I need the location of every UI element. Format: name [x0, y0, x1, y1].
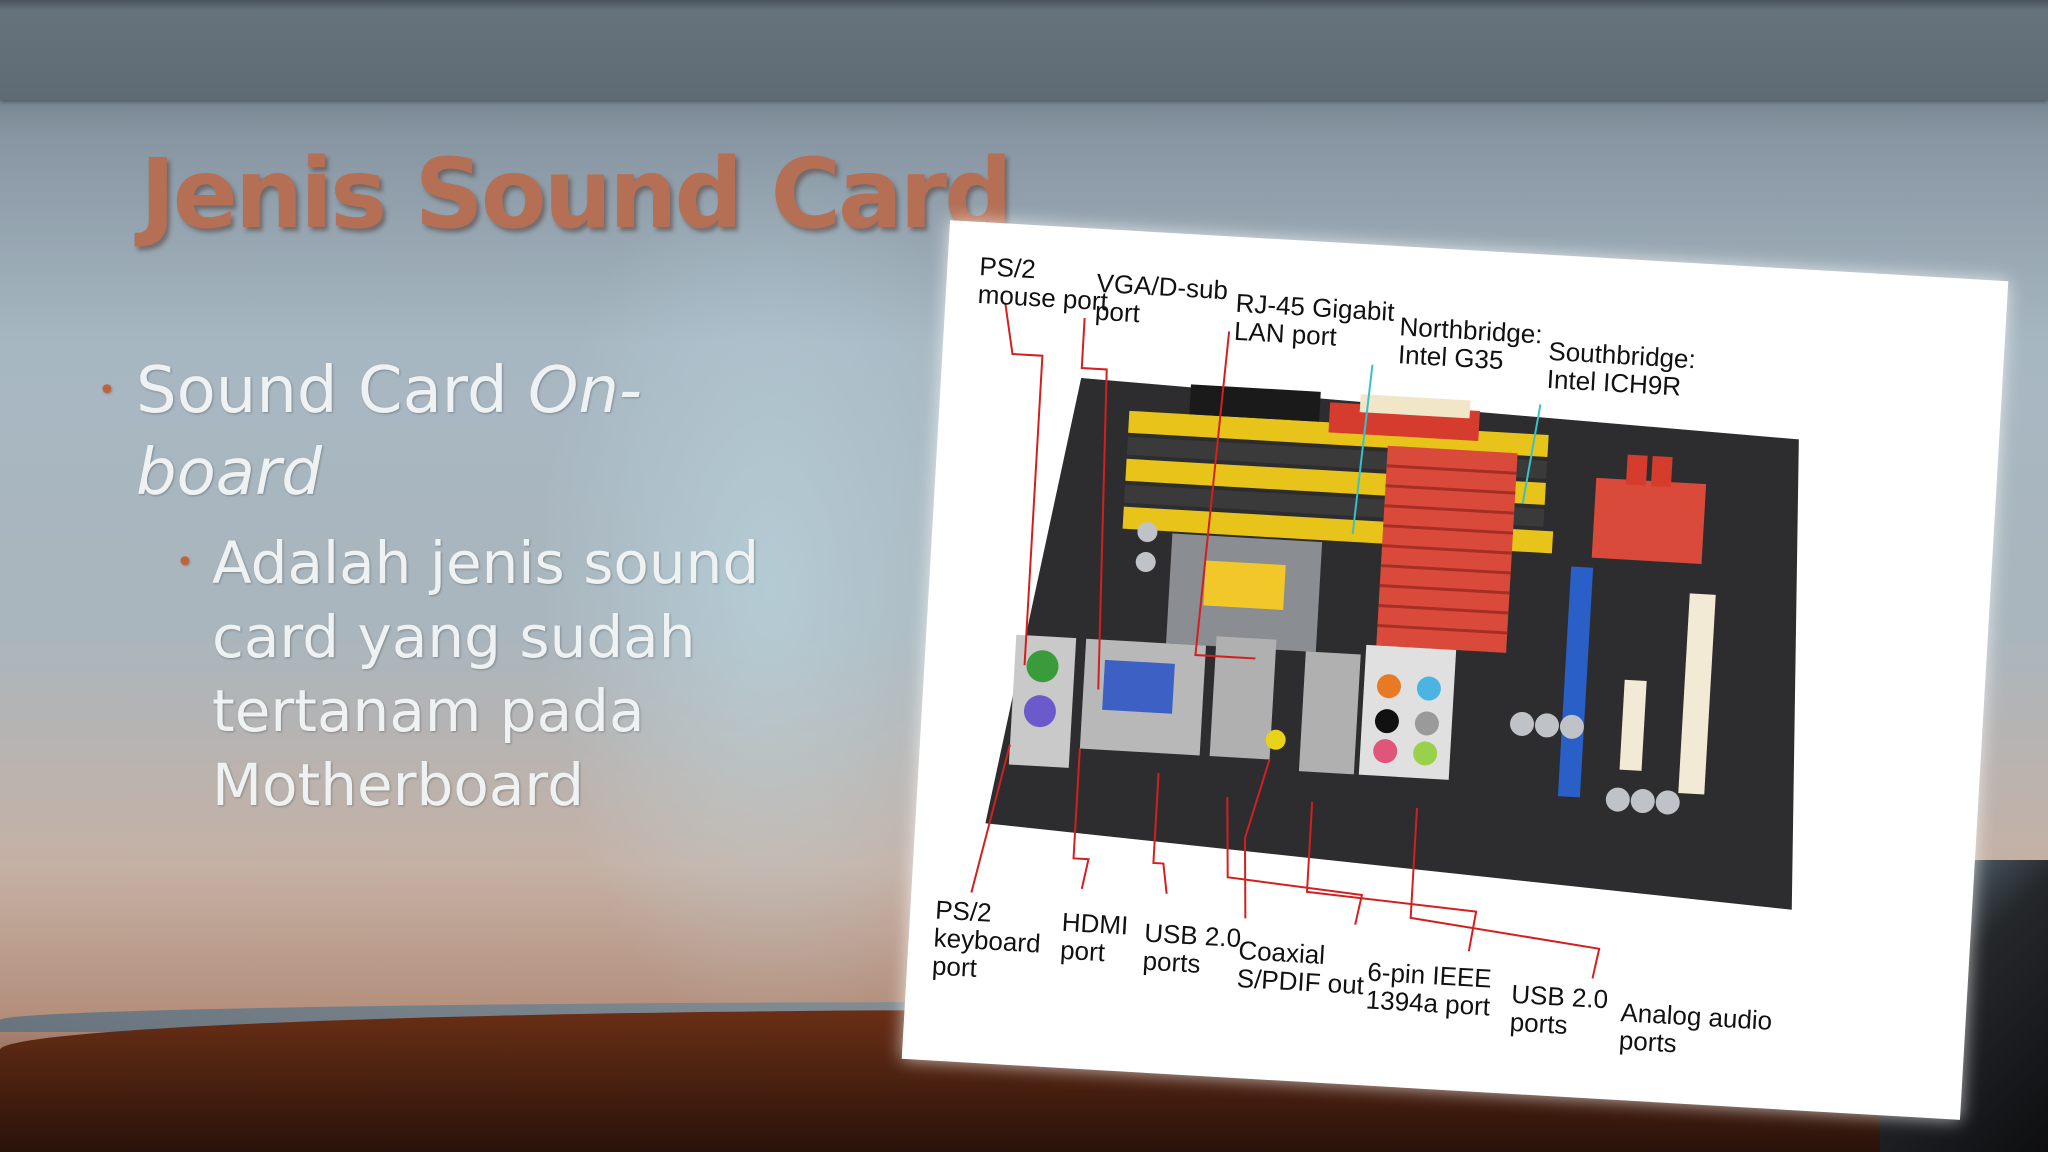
label-usb-ports-2: USB 2.0 ports — [1509, 979, 1609, 1041]
label-usb-ports-1: USB 2.0 ports — [1142, 918, 1242, 980]
bullet-level2: • Adalah jenis sound card yang sudah ter… — [176, 526, 772, 822]
label-hdmi: HDMI port — [1059, 907, 1129, 968]
label-line: mouse port — [976, 278, 1109, 317]
slide-title: Jenis Sound Card — [140, 138, 1013, 250]
label-ps2-mouse: PS/2 mouse port — [976, 251, 1110, 317]
label-ieee1394: 6-pin IEEE 1394a port — [1365, 956, 1492, 1022]
top-band — [0, 0, 2048, 100]
label-analog-audio: Analog audio ports — [1618, 997, 1773, 1063]
label-ps2-keyboard: PS/2 keyboard port — [931, 895, 1043, 986]
bullet2-text: Adalah jenis sound card yang sudah terta… — [212, 529, 760, 819]
bullet-list: • Sound Card On-board • Adalah jenis sou… — [98, 350, 778, 822]
bullet-level1: • Sound Card On-board — [98, 350, 778, 514]
bullet1-italic: On-board — [136, 354, 642, 510]
bullet-dot: • — [176, 545, 194, 580]
label-rj45: RJ-45 Gigabit LAN port — [1233, 288, 1395, 354]
motherboard-graphic — [970, 303, 1799, 979]
bullet-dot: • — [98, 373, 116, 408]
label-northbridge: Northbridge: Intel G35 — [1397, 311, 1543, 376]
motherboard-photo: PS/2 mouse port VGA/D-sub port RJ-45 Gig… — [901, 220, 2009, 1120]
label-coaxial: Coaxial S/PDIF out — [1236, 935, 1366, 1001]
bullet1-text: Sound Card — [136, 354, 528, 428]
label-vga: VGA/D-sub port — [1094, 268, 1229, 332]
label-southbridge: Southbridge: Intel ICH9R — [1546, 336, 1697, 402]
label-line: S/PDIF out — [1236, 962, 1365, 1001]
label-line: 1394a port — [1365, 984, 1491, 1022]
label-line: port — [1059, 934, 1106, 968]
